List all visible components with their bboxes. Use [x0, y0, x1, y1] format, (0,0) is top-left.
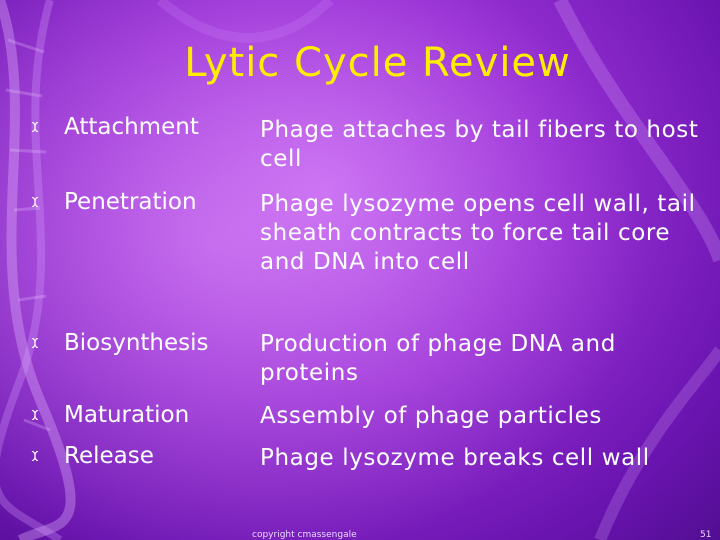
- term-biosynthesis: Biosynthesis: [64, 330, 209, 356]
- slide-title: Lytic Cycle Review: [184, 40, 571, 86]
- dna-helix-bullet-icon: [31, 338, 39, 348]
- page-number: 51: [700, 530, 712, 540]
- description-maturation: Assembly of phage particles: [260, 403, 602, 429]
- description-attachment: Phage attaches by tail fibers to host ce…: [260, 117, 699, 172]
- term-maturation: Maturation: [64, 402, 190, 428]
- dna-helix-bullet-icon: [31, 410, 39, 420]
- term-penetration: Penetration: [64, 189, 197, 215]
- description-biosynthesis: Production of phage DNA and proteins: [260, 331, 616, 386]
- term-attachment: Attachment: [64, 114, 199, 140]
- description-penetration: Phage lysozyme opens cell wall, tail she…: [260, 191, 696, 275]
- dna-helix-bullet-icon: [31, 197, 39, 207]
- description-release: Phage lysozyme breaks cell wall: [260, 445, 650, 471]
- footer-copyright: copyright cmassengale: [252, 530, 357, 540]
- dna-helix-bullet-icon: [31, 451, 39, 461]
- term-release: Release: [64, 443, 154, 469]
- dna-helix-bullet-icon: [31, 122, 39, 132]
